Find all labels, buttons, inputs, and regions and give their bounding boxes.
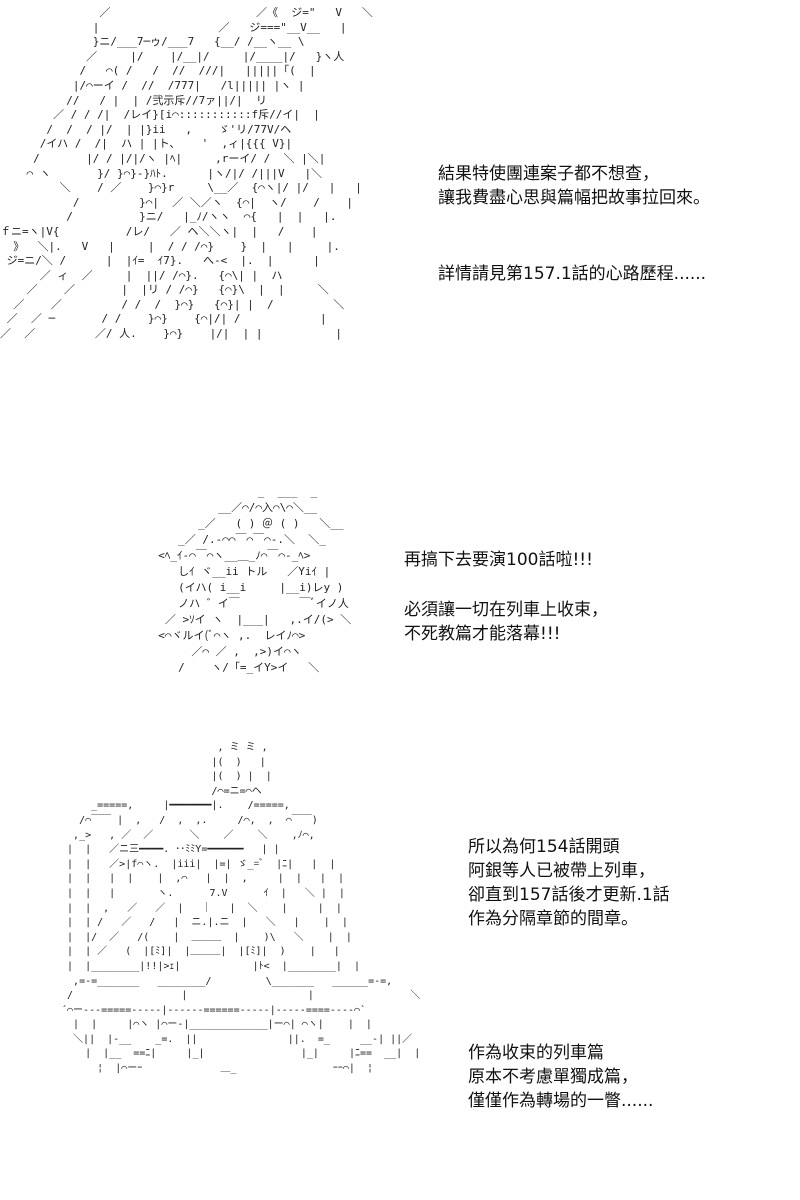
comic-panel-1: ／ ／《 ジ=" V ＼ | ／ ジ==="__V__ | }ニ/___7─ゥ/… — [0, 0, 800, 450]
narration-line: 結果特使團連案子都不想查， — [438, 164, 659, 184]
narration-line: 卻直到157話後才更新.1話 — [468, 885, 670, 905]
narration-paragraph: 作為收束的列車篇 原本不考慮單獨成篇， 僅僅作為轉場的一瞥...... — [468, 1041, 653, 1113]
comic-panel-3: , ミ ミ , |( ) | |( ) | | /⌒=ニ=⌒ヘ _=====, … — [0, 735, 800, 1200]
comic-panel-2: _ ___ _ __／⌒/⌒入⌒\⌒＼__ _／ ( ) ＠ ( ) ＼__ _… — [0, 480, 800, 710]
narration-paragraph: 結果特使團連案子都不想查， 讓我費盡心思與篇幅把故事拉回來。 — [438, 162, 710, 210]
narration-paragraph: 再搞下去要演100話啦!!! — [404, 548, 593, 572]
narration-line: 讓我費盡心思與篇幅把故事拉回來。 — [438, 188, 710, 208]
narration-line: 再搞下去要演100話啦!!! — [404, 550, 593, 570]
ascii-art-robed-figure: , ミ ミ , |( ) | |( ) | | /⌒=ニ=⌒ヘ _=====, … — [61, 742, 421, 1075]
narration-paragraph: 所以為何154話開頭 阿銀等人已被帶上列車， 卻直到157話後才更新.1話 作為… — [468, 835, 670, 931]
narration-line: 不死教篇才能落幕!!! — [404, 624, 561, 644]
narration-line: 詳情請見第157.1話的心路歷程...... — [438, 264, 707, 284]
narration-line: 僅僅作為轉場的一瞥...... — [468, 1091, 654, 1111]
narration-line: 作為收束的列車篇 — [468, 1043, 604, 1063]
narration-line: 必須讓一切在列車上收束， — [404, 600, 608, 620]
narration-paragraph: 必須讓一切在列車上收束， 不死教篇才能落幕!!! — [404, 598, 608, 646]
ascii-art-character-figure: ／ ／《 ジ=" V ＼ | ／ ジ==="__V__ | }ニ/___7─ゥ/… — [0, 6, 373, 341]
narration-line: 原本不考慮單獨成篇， — [468, 1067, 638, 1087]
narration-paragraph: 詳情請見第157.1話的心路歷程...... — [438, 262, 706, 286]
ascii-art-creature-face: _ ___ _ __／⌒/⌒入⌒\⌒＼__ _／ ( ) ＠ ( ) ＼__ _… — [158, 485, 352, 674]
narration-line: 阿銀等人已被帶上列車， — [468, 861, 655, 881]
narration-line: 所以為何154話開頭 — [468, 837, 620, 857]
narration-line: 作為分隔章節的間章。 — [468, 909, 638, 929]
